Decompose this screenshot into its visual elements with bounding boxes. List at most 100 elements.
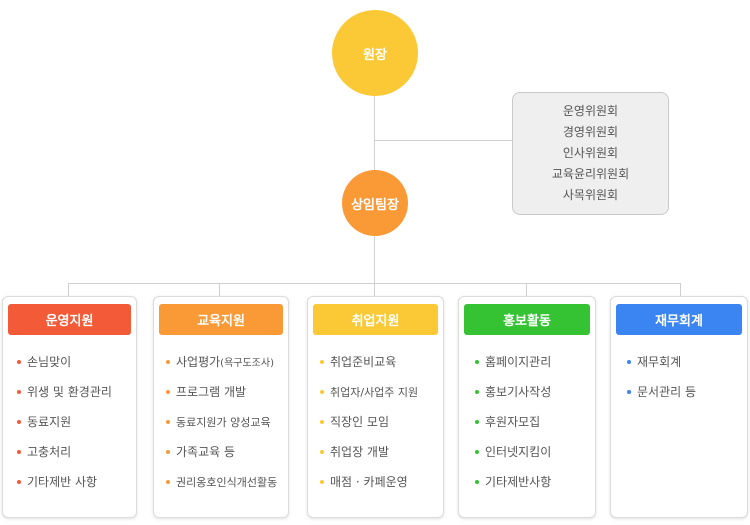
bullet-icon [475, 480, 479, 484]
deputy-node: 상임팀장 [342, 170, 408, 236]
list-item: 위생 및 환경관리 [17, 379, 132, 409]
department-header: 교육지원 [159, 304, 283, 335]
committee-item: 운영위원회 [562, 104, 619, 118]
committee-item: 경영위원회 [562, 125, 619, 139]
committee-box: 운영위원회 경영위원회 인사위원회 교육윤리위원회 사목위원회 [512, 92, 669, 215]
department-card-education: 교육지원 사업평가(욕구도조사) 프로그램 개발 동료지원가 양성교육 가족교육… [153, 296, 289, 518]
list-item: 인터넷지킴이 [475, 439, 591, 469]
task-label: 재무회계 [637, 355, 682, 369]
task-label: 매점 · 카페운영 [330, 475, 408, 489]
bullet-icon [320, 450, 324, 454]
task-label: 프로그램 개발 [176, 385, 247, 399]
list-item: 매점 · 카페운영 [320, 469, 439, 499]
list-item: 문서관리 등 [627, 379, 743, 409]
bullet-icon [475, 390, 479, 394]
task-label: 취업자/사업주 지원 [330, 386, 419, 399]
bullet-icon [17, 390, 21, 394]
list-item: 홍보기사작성 [475, 379, 591, 409]
list-item: 동료지원가 양성교육 [166, 409, 284, 439]
task-label: 문서관리 등 [637, 385, 697, 399]
task-label: 홈페이지관리 [485, 355, 552, 369]
bullet-icon [17, 420, 21, 424]
line-drop-3 [374, 283, 375, 296]
committee-item: 인사위원회 [562, 146, 619, 160]
line-director-to-deputy [374, 96, 375, 170]
task-note: (욕구도조사) [220, 358, 274, 369]
line-to-committees [375, 140, 512, 141]
bullet-icon [320, 480, 324, 484]
task-label: 홍보기사작성 [485, 385, 552, 399]
task-label: 사업평가 [176, 355, 221, 369]
department-header: 취업지원 [313, 304, 438, 335]
list-item: 손님맞이 [17, 349, 132, 379]
department-header: 홍보활동 [464, 304, 590, 335]
department-task-list: 손님맞이 위생 및 환경관리 동료지원 고충처리 기타제반 사항 [17, 349, 132, 499]
bullet-icon [475, 450, 479, 454]
task-label: 취업장 개발 [330, 445, 390, 459]
committee-item: 사목위원회 [562, 188, 619, 202]
deputy-label: 상임팀장 [351, 197, 399, 213]
bullet-icon [475, 420, 479, 424]
bullet-icon [475, 360, 479, 364]
department-task-list: 사업평가(욕구도조사) 프로그램 개발 동료지원가 양성교육 가족교육 등 권리… [166, 349, 284, 499]
committee-item: 교육윤리위원회 [551, 167, 630, 181]
bullet-icon [17, 360, 21, 364]
line-drop-1 [68, 283, 69, 296]
bullet-icon [320, 420, 324, 424]
task-label: 권리옹호인식개선활동 [176, 476, 278, 489]
list-item: 프로그램 개발 [166, 379, 284, 409]
bullet-icon [627, 360, 631, 364]
list-item: 가족교육 등 [166, 439, 284, 469]
list-item: 홈페이지관리 [475, 349, 591, 379]
line-deputy-to-branch [374, 236, 375, 284]
director-node: 원장 [332, 10, 418, 96]
task-label: 동료지원 [27, 415, 72, 429]
line-drop-5 [680, 283, 681, 296]
list-item: 직장인 모임 [320, 409, 439, 439]
department-task-list: 취업준비교육 취업자/사업주 지원 직장인 모임 취업장 개발 매점 · 카페운… [320, 349, 439, 499]
list-item: 취업장 개발 [320, 439, 439, 469]
list-item: 동료지원 [17, 409, 132, 439]
task-label: 고충처리 [27, 445, 72, 459]
task-label: 직장인 모임 [330, 415, 390, 429]
department-card-promotion: 홍보활동 홈페이지관리 홍보기사작성 후원자모집 인터넷지킴이 기타제반사항 [458, 296, 596, 518]
bullet-icon [17, 450, 21, 454]
task-label: 동료지원가 양성교육 [176, 416, 271, 429]
department-task-list: 홈페이지관리 홍보기사작성 후원자모집 인터넷지킴이 기타제반사항 [475, 349, 591, 499]
task-label: 손님맞이 [27, 355, 72, 369]
task-label: 기타제반사항 [485, 475, 552, 489]
bullet-icon [627, 390, 631, 394]
bullet-icon [17, 480, 21, 484]
task-label: 인터넷지킴이 [485, 445, 552, 459]
bullet-icon [320, 390, 324, 394]
list-item: 기타제반 사항 [17, 469, 132, 499]
task-label: 후원자모집 [485, 415, 541, 429]
department-header: 재무회계 [616, 304, 742, 335]
bullet-icon [166, 480, 170, 484]
list-item: 기타제반사항 [475, 469, 591, 499]
task-label: 기타제반 사항 [27, 475, 98, 489]
department-card-employment: 취업지원 취업준비교육 취업자/사업주 지원 직장인 모임 취업장 개발 매점 … [307, 296, 444, 518]
list-item: 고충처리 [17, 439, 132, 469]
task-label: 가족교육 등 [176, 445, 236, 459]
department-card-finance: 재무회계 재무회계 문서관리 등 [610, 296, 748, 518]
list-item: 취업준비교육 [320, 349, 439, 379]
department-header: 운영지원 [8, 304, 131, 335]
line-drop-4 [526, 283, 527, 296]
director-label: 원장 [363, 47, 387, 63]
bullet-icon [166, 450, 170, 454]
department-card-operations: 운영지원 손님맞이 위생 및 환경관리 동료지원 고충처리 기타제반 사항 [2, 296, 137, 518]
bullet-icon [166, 390, 170, 394]
task-label: 위생 및 환경관리 [27, 385, 112, 399]
list-item: 사업평가(욕구도조사) [166, 349, 284, 379]
department-task-list: 재무회계 문서관리 등 [627, 349, 743, 409]
list-item: 권리옹호인식개선활동 [166, 469, 284, 499]
list-item: 재무회계 [627, 349, 743, 379]
line-drop-2 [219, 283, 220, 296]
task-label: 취업준비교육 [330, 355, 397, 369]
list-item: 후원자모집 [475, 409, 591, 439]
bullet-icon [320, 360, 324, 364]
list-item: 취업자/사업주 지원 [320, 379, 439, 409]
bullet-icon [166, 360, 170, 364]
bullet-icon [166, 420, 170, 424]
